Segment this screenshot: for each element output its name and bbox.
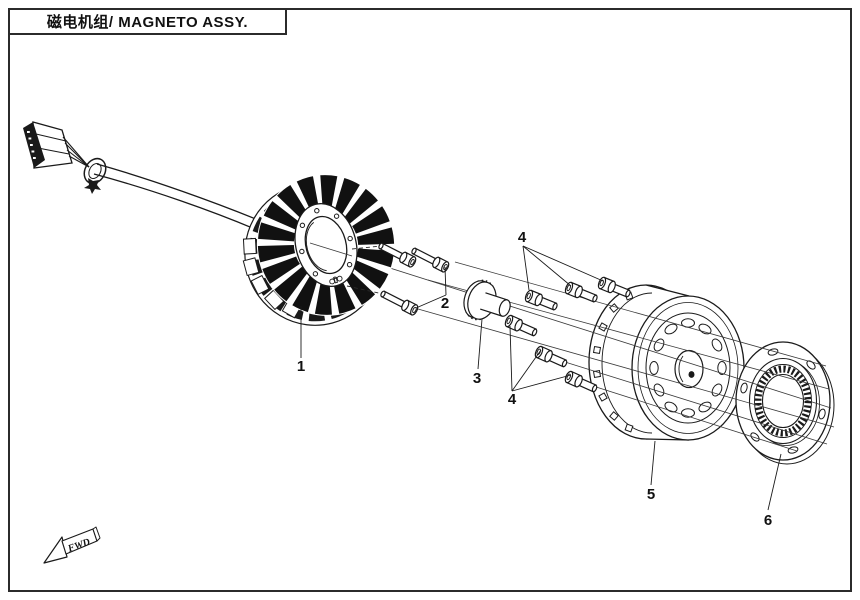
starter-clutch-ring <box>735 341 835 465</box>
harness-connector-plug <box>23 121 73 169</box>
part-label-1: 1 <box>297 358 305 375</box>
flywheel-rotor <box>588 284 745 441</box>
harness-cable <box>96 163 269 225</box>
part-label-3: 3 <box>473 370 481 387</box>
spacer-bushing <box>463 279 511 321</box>
callout-leader-lines <box>300 245 782 511</box>
stator-assembly <box>242 174 396 326</box>
part-label-6: 6 <box>764 512 772 529</box>
stator-coils <box>257 175 395 315</box>
axis-overlay-on-stator <box>309 242 353 257</box>
wiring-harness <box>23 121 269 233</box>
part-label-5: 5 <box>647 486 655 503</box>
harness-wires <box>62 136 90 168</box>
title-box: 磁电机组/ MAGNETO ASSY. <box>8 8 287 35</box>
page-title: 磁电机组/ MAGNETO ASSY. <box>46 14 249 31</box>
part-label-4-lower: 4 <box>508 391 517 408</box>
part-label-4-upper: 4 <box>518 229 527 246</box>
part-label-2: 2 <box>441 295 449 312</box>
stator-bolt-axis-dashes <box>346 245 384 295</box>
harness-clip <box>84 178 101 194</box>
flywheel-rim-slots <box>592 291 634 433</box>
flywheel-face-holes <box>649 318 727 418</box>
stator-plate-mark <box>329 275 343 285</box>
stator-mount-bolts <box>376 239 451 317</box>
fwd-arrow-icon: FWD <box>43 526 101 564</box>
